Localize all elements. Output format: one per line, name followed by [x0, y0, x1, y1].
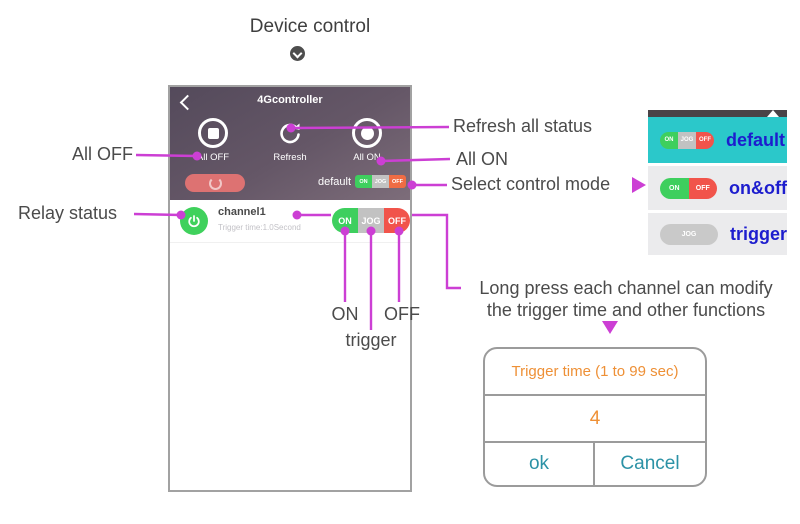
- onoff-on-seg: ON: [660, 177, 689, 199]
- arrow-down-icon: [602, 321, 618, 334]
- default-off-seg: OFF: [696, 131, 714, 149]
- channel-on-button[interactable]: ON: [332, 208, 358, 233]
- app-header: 4Gcontroller All OFF Refresh All ON: [170, 87, 410, 200]
- channel-trigger-time: Trigger time:1.0Second: [218, 223, 301, 232]
- annotation-select-control-mode: Select control mode: [451, 174, 611, 194]
- channel-row[interactable]: channel1 Trigger time:1.0Second ON JOG O…: [170, 200, 410, 243]
- annotation-refresh-all-status: Refresh all status: [453, 116, 593, 136]
- channel-name: channel1: [218, 206, 266, 218]
- panel-top-strip: [648, 110, 787, 117]
- dialog-buttons: ok Cancel: [485, 443, 705, 485]
- mode-toggle-on[interactable]: ON: [355, 175, 372, 188]
- mode-option-onoff[interactable]: ON OFF on&off: [648, 166, 787, 210]
- cancel-button[interactable]: Cancel: [620, 453, 680, 474]
- mode-option-trigger[interactable]: JOG trigger: [648, 213, 787, 255]
- mode-row: default ON JOG OFF: [170, 171, 410, 195]
- relay-status-icon[interactable]: [180, 207, 208, 235]
- mode-option-onoff-label: on&off: [729, 177, 787, 198]
- mode-toggle-off[interactable]: OFF: [389, 175, 406, 188]
- mode-option-default[interactable]: ON JOG OFF default: [648, 117, 787, 163]
- all-off-button-label: All OFF: [196, 152, 230, 163]
- popup-notch: [767, 110, 779, 117]
- channel-toggle: ON JOG OFF: [332, 208, 410, 233]
- default-on-seg: ON: [660, 131, 678, 149]
- onoff-toggle: ON OFF: [660, 177, 717, 199]
- control-mode-panel: ON JOG OFF default ON OFF on&off JOG tri…: [648, 110, 787, 255]
- all-off-icon: [198, 118, 228, 148]
- phone-screenshot: 4Gcontroller All OFF Refresh All ON: [168, 85, 412, 492]
- mode-toggle[interactable]: ON JOG OFF: [355, 175, 406, 188]
- annotation-long-press-line1: Long press each channel can modify: [479, 278, 773, 298]
- annotation-long-press: Long press each channel can modify the t…: [452, 277, 800, 321]
- arrow-right-icon: [632, 177, 646, 193]
- trigger-time-dialog: Trigger time (1 to 99 sec) 4 ok Cancel: [483, 347, 707, 487]
- all-on-button[interactable]: All ON: [334, 118, 400, 163]
- dialog-value-field[interactable]: 4: [485, 396, 705, 443]
- mode-toggle-jog[interactable]: JOG: [372, 175, 389, 188]
- trigger-toggle: JOG: [660, 223, 718, 245]
- refresh-button[interactable]: Refresh: [257, 118, 323, 163]
- header-buttons: All OFF Refresh All ON: [170, 118, 410, 163]
- all-off-button[interactable]: All OFF: [180, 118, 246, 163]
- dialog-title: Trigger time (1 to 99 sec): [485, 349, 705, 396]
- refresh-icon: [280, 123, 300, 144]
- mode-option-trigger-label: trigger: [729, 223, 787, 244]
- mode-label: default: [317, 175, 351, 188]
- channel-off-button[interactable]: OFF: [384, 208, 410, 233]
- default-jog-seg: JOG: [678, 131, 696, 149]
- page-title: Device control: [249, 16, 371, 37]
- chevron-down-icon[interactable]: [290, 46, 305, 61]
- annotation-all-off: All OFF: [72, 144, 133, 164]
- mode-selector: default ON JOG OFF: [318, 175, 406, 188]
- sync-icon: [208, 176, 222, 190]
- onoff-off-seg: OFF: [688, 177, 717, 199]
- annotation-long-press-line2: the trigger time and other functions: [486, 300, 766, 320]
- annotation-trigger: trigger: [345, 330, 397, 350]
- app-title: 4Gcontroller: [257, 94, 323, 106]
- default-toggle: ON JOG OFF: [660, 131, 714, 149]
- annotation-on: ON: [331, 304, 359, 324]
- trigger-jog-seg: JOG: [660, 223, 718, 245]
- annotation-all-on: All ON: [456, 149, 509, 169]
- annotation-relay-status: Relay status: [18, 203, 118, 223]
- all-on-icon: [352, 118, 382, 148]
- mode-option-default-label: default: [726, 129, 786, 150]
- all-on-button-label: All ON: [353, 152, 381, 163]
- channel-jog-button[interactable]: JOG: [358, 208, 384, 233]
- ok-button[interactable]: ok: [485, 443, 595, 485]
- annotation-off: OFF: [384, 304, 420, 324]
- refresh-pill-button[interactable]: [185, 174, 245, 192]
- refresh-button-label: Refresh: [273, 152, 307, 163]
